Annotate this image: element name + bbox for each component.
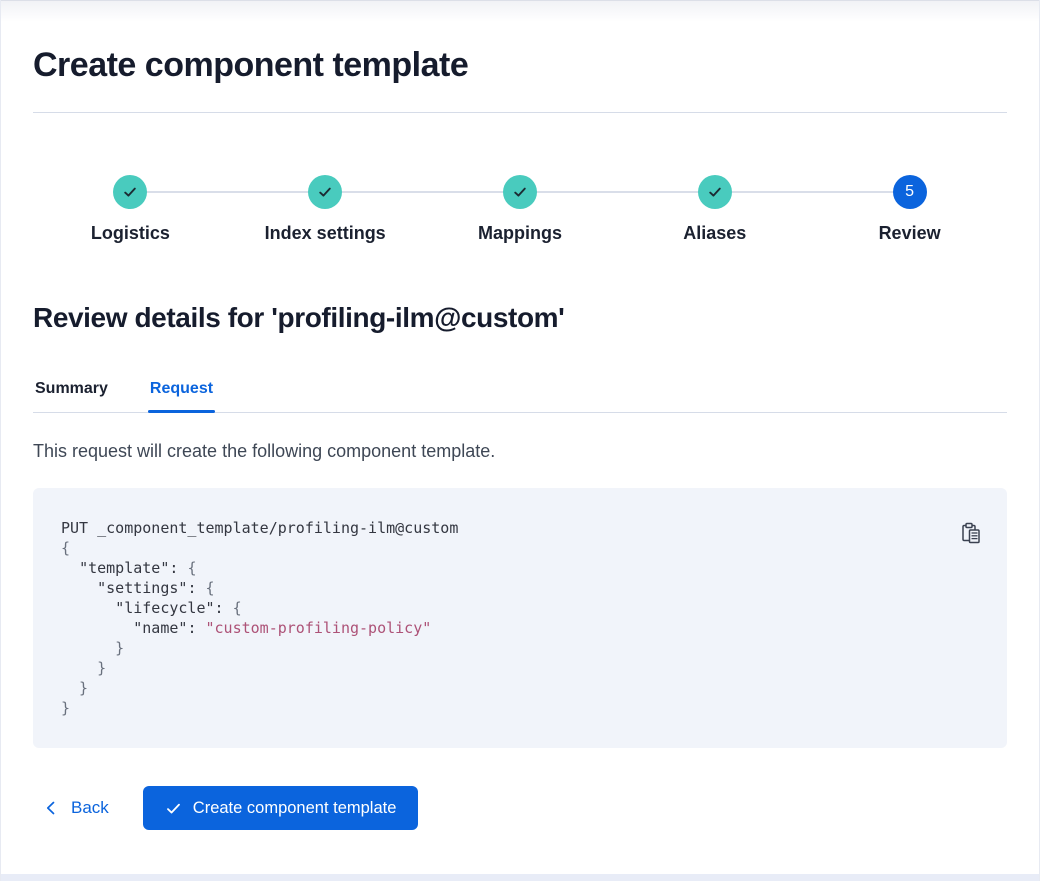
step-complete-circle <box>308 175 343 209</box>
top-scroll-shadow <box>1 0 1039 22</box>
check-icon <box>166 803 180 813</box>
tab-request[interactable]: Request <box>147 380 216 413</box>
chevron-left-icon <box>46 801 55 815</box>
check-icon <box>124 187 137 197</box>
bottom-panel-edge <box>1 874 1039 881</box>
step-label: Review <box>878 223 941 243</box>
step-index-settings[interactable]: Index settings <box>227 175 423 244</box>
code-line: } <box>61 679 89 697</box>
code-line: } <box>61 639 125 657</box>
description-text: This request will create the following c… <box>33 441 496 461</box>
check-icon <box>514 187 526 197</box>
check-icon <box>319 187 331 197</box>
step-label: Index settings <box>264 223 386 243</box>
back-button[interactable]: Back <box>33 798 109 818</box>
footer-actions: Back Create component template <box>33 786 1007 830</box>
code-line: "name": "custom-profiling-policy" <box>133 619 432 637</box>
title-divider <box>33 112 1007 113</box>
back-label: Back <box>71 798 109 817</box>
create-component-template-button[interactable]: Create component template <box>142 786 419 830</box>
code-line: } <box>61 699 71 717</box>
step-current-circle: 5 <box>892 175 927 209</box>
page-title: Create component template <box>33 46 469 84</box>
code-content: PUT _component_template/profiling-ilm@cu… <box>61 518 979 718</box>
step-label: Mappings <box>477 223 562 243</box>
tab-summary[interactable]: Summary <box>35 380 108 397</box>
create-button-label: Create component template <box>192 798 397 817</box>
code-line: { <box>61 539 71 557</box>
step-aliases[interactable]: Aliases <box>617 175 813 244</box>
step-complete-circle <box>502 175 537 209</box>
step-label: Logistics <box>90 223 170 243</box>
code-line: } <box>61 659 107 677</box>
review-heading: Review details for 'profiling-ilm@custom… <box>33 302 565 333</box>
check-icon <box>709 187 721 197</box>
step-logistics[interactable]: Logistics <box>33 175 228 244</box>
copy-clipboard-icon <box>962 522 980 544</box>
tabs: Summary Request <box>33 380 1007 413</box>
step-mappings[interactable]: Mappings <box>422 175 618 244</box>
copy-button[interactable] <box>961 522 981 544</box>
step-connector-line <box>812 191 910 193</box>
step-number: 5 <box>905 183 915 200</box>
code-block: PUT _component_template/profiling-ilm@cu… <box>33 488 1007 748</box>
code-line: PUT _component_template/profiling-ilm@cu… <box>61 519 459 537</box>
step-label: Aliases <box>683 223 747 243</box>
step-complete-circle <box>113 175 148 209</box>
step-connector-line <box>130 191 228 193</box>
code-line: "lifecycle": { <box>115 599 242 617</box>
code-line: "settings": { <box>97 579 215 597</box>
code-line: "template": { <box>79 559 197 577</box>
step-complete-circle <box>697 175 732 209</box>
create-component-template-page: Create component template Logistics Index… <box>1 46 1039 830</box>
